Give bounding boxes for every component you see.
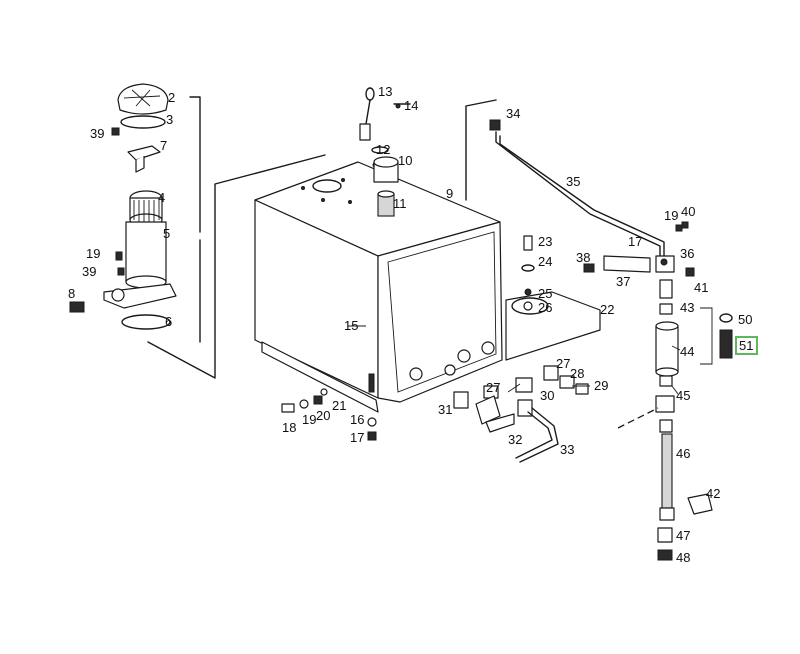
callout-33: 33 xyxy=(560,442,574,457)
callout-45: 45 xyxy=(676,388,690,403)
leader-lines xyxy=(348,325,681,395)
callout-22: 22 xyxy=(600,302,614,317)
callout-highlight-box xyxy=(735,336,758,355)
callout-16: 16 xyxy=(350,412,364,427)
callout-32: 32 xyxy=(508,432,522,447)
callout-35: 35 xyxy=(566,174,580,189)
callout-12: 12 xyxy=(376,142,390,157)
callout-11: 11 xyxy=(393,196,407,211)
callout-37: 37 xyxy=(616,274,630,289)
callout-23: 23 xyxy=(538,234,552,249)
callout-46: 46 xyxy=(676,446,690,461)
callout-9: 9 xyxy=(446,186,453,201)
callout-41: 41 xyxy=(694,280,708,295)
callout-20: 20 xyxy=(316,408,330,423)
callout-6: 6 xyxy=(165,314,172,329)
callout-18: 18 xyxy=(282,420,296,435)
callout-10: 10 xyxy=(398,153,412,168)
callout-27b: 27 xyxy=(486,380,500,395)
callout-27a: 27 xyxy=(556,356,570,371)
callout-48: 48 xyxy=(676,550,690,565)
callout-44: 44 xyxy=(680,344,694,359)
callout-31: 31 xyxy=(438,402,452,417)
bracket-line-left xyxy=(189,96,201,343)
callout-13: 13 xyxy=(378,84,392,99)
callout-34: 34 xyxy=(506,106,520,121)
callout-36: 36 xyxy=(680,246,694,261)
callout-43: 43 xyxy=(680,300,694,315)
callout-29: 29 xyxy=(594,378,608,393)
bracket-line-left-2 xyxy=(147,154,326,379)
sender-assembly xyxy=(359,87,411,217)
callout-26: 26 xyxy=(538,300,552,315)
callout-7: 7 xyxy=(160,138,167,153)
lower-fittings xyxy=(453,365,589,463)
callout-38: 38 xyxy=(576,250,590,265)
callout-39b: 39 xyxy=(82,264,96,279)
callout-17b: 17 xyxy=(350,430,364,445)
callout-19b: 19 xyxy=(664,208,678,223)
base-bolts xyxy=(281,388,377,441)
callout-28: 28 xyxy=(570,366,584,381)
callout-19c: 19 xyxy=(302,412,316,427)
callout-5: 5 xyxy=(163,226,170,241)
callout-25: 25 xyxy=(538,286,552,301)
callout-8: 8 xyxy=(68,286,75,301)
filter-line xyxy=(617,279,733,561)
callout-42: 42 xyxy=(706,486,720,501)
filler-assembly xyxy=(69,83,177,330)
callout-30: 30 xyxy=(540,388,554,403)
callout-39a: 39 xyxy=(90,126,104,141)
callout-21: 21 xyxy=(332,398,346,413)
callout-17a: 17 xyxy=(628,234,642,249)
callout-14: 14 xyxy=(404,98,418,113)
callout-47: 47 xyxy=(676,528,690,543)
callout-19a: 19 xyxy=(86,246,100,261)
callout-4: 4 xyxy=(158,190,165,205)
callout-51: 51 xyxy=(739,338,753,353)
callout-15: 15 xyxy=(344,318,358,333)
mounting-plate xyxy=(505,235,601,361)
callout-40: 40 xyxy=(681,204,695,219)
callout-50: 50 xyxy=(738,312,752,327)
callout-3: 3 xyxy=(166,112,173,127)
callout-2: 2 xyxy=(168,90,175,105)
return-pipe xyxy=(465,99,695,277)
callout-24: 24 xyxy=(538,254,552,269)
